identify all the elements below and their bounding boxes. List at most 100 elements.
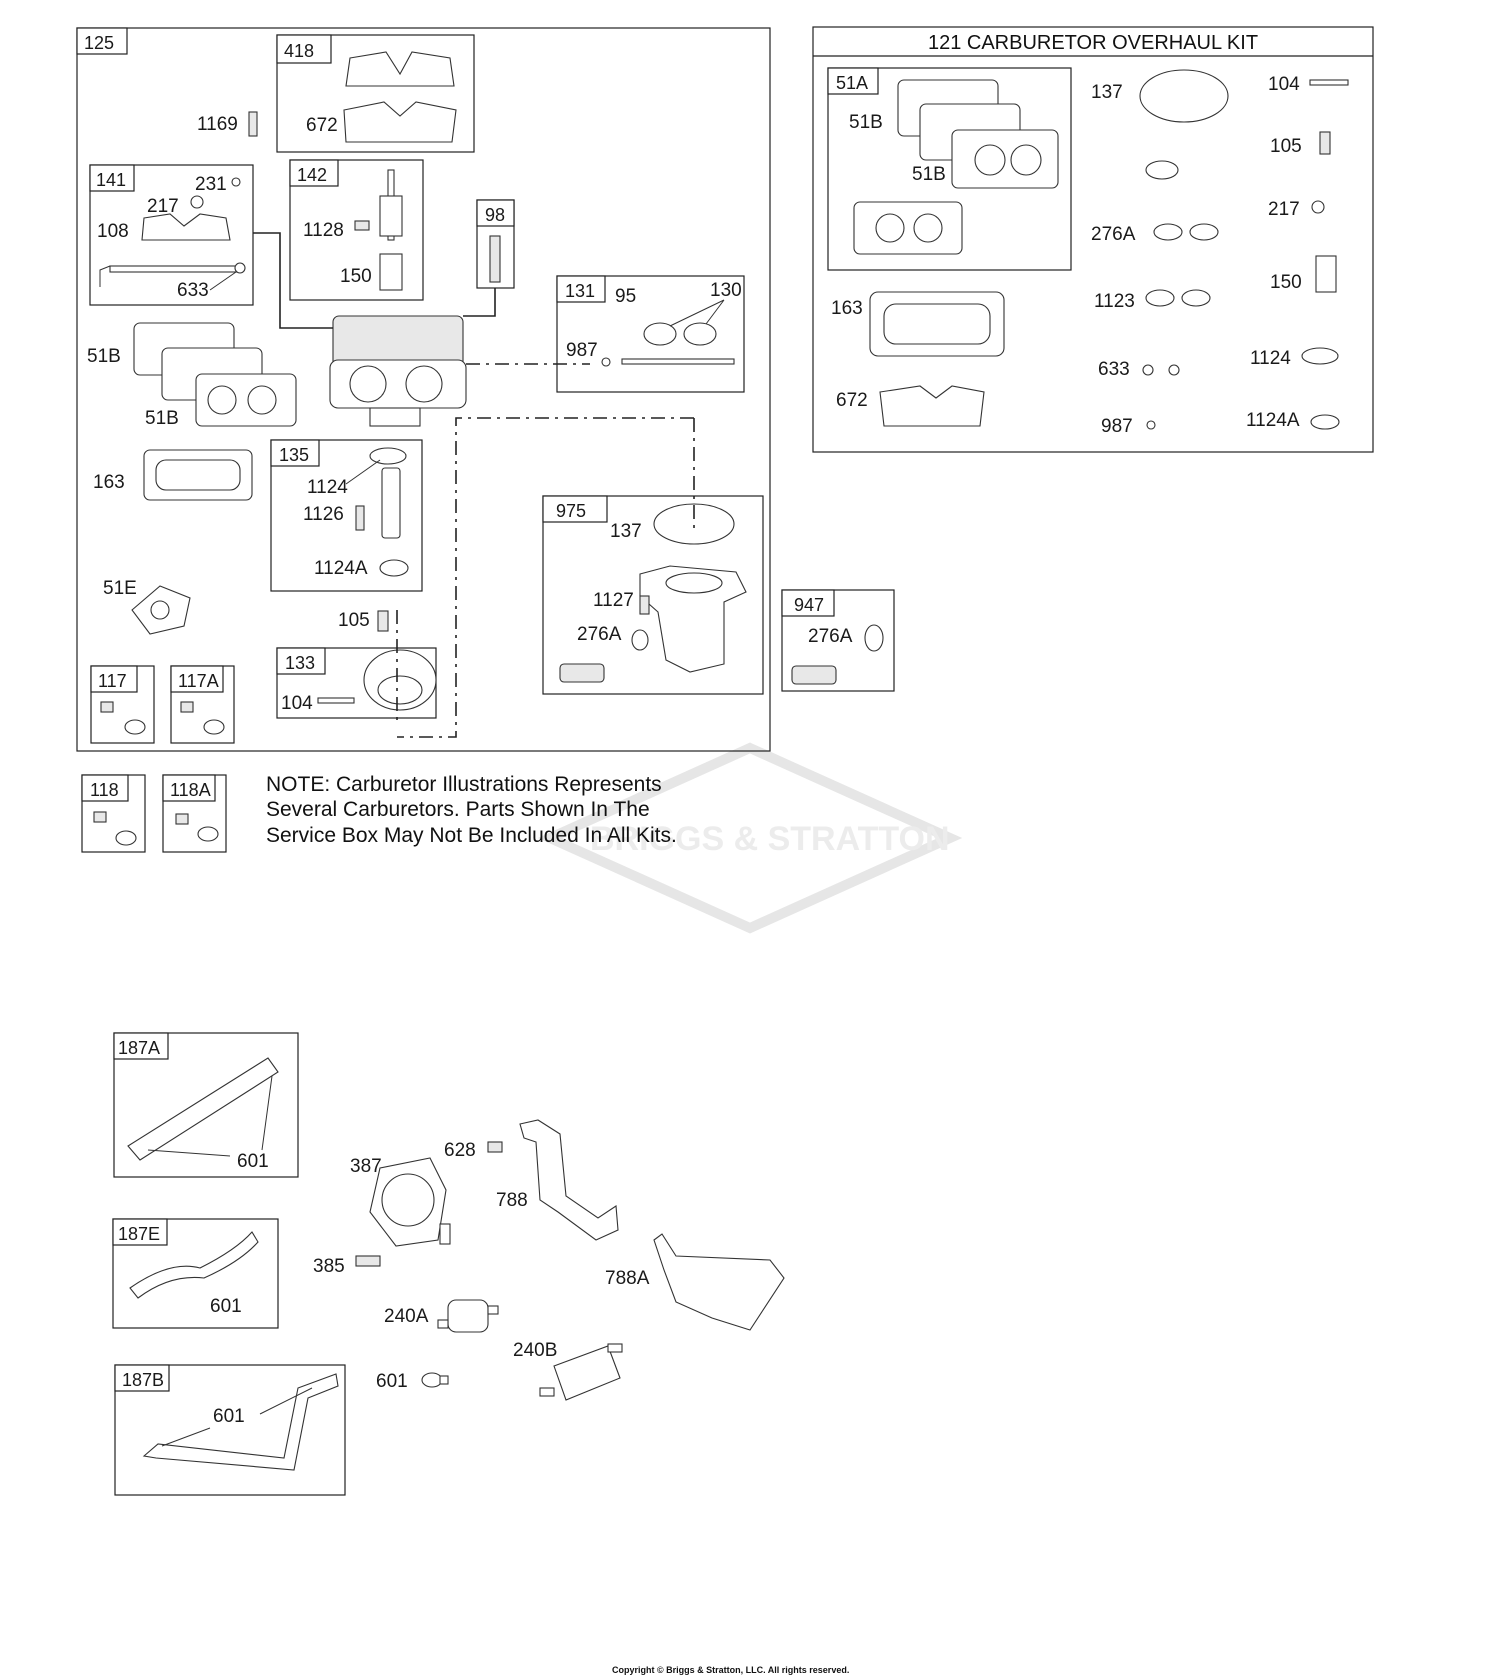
fuel-label-601-e: 601 — [210, 1296, 242, 1317]
screw-1126 — [355, 505, 365, 531]
kit-label-51b-1: 51B — [849, 112, 883, 133]
label-1128: 1128 — [303, 220, 344, 241]
fuel-label-387: 387 — [350, 1156, 382, 1177]
label-51b-1: 51B — [87, 346, 121, 367]
kit-label-163: 163 — [831, 298, 863, 319]
assembly-142[interactable]: 142 1128 150 — [289, 159, 424, 301]
label-105: 105 — [338, 610, 370, 631]
solenoid-947 — [791, 665, 837, 685]
label-104: 104 — [281, 693, 313, 714]
label-231: 231 — [195, 174, 227, 195]
washer-987 — [601, 357, 611, 367]
assembly-187a[interactable]: 187A 601 — [113, 1032, 299, 1178]
note-line-2: Several Carburetors. Parts Shown In The — [266, 798, 650, 821]
screw-628 — [487, 1141, 503, 1153]
label-1124: 1124 — [307, 477, 348, 498]
note-line-3: Service Box May Not Be Included In All K… — [266, 824, 677, 847]
label-276a-947: 276A — [808, 626, 853, 647]
gasket-418 — [345, 51, 455, 87]
connector-141 — [253, 232, 333, 329]
tag-98: 98 — [485, 205, 505, 225]
fuel-line-187b — [142, 1373, 339, 1471]
fuel-line-187a — [127, 1057, 279, 1161]
kit-label-150: 150 — [1270, 272, 1302, 293]
label-217: 217 — [147, 196, 179, 217]
solenoid — [559, 663, 605, 683]
bracket-788a — [653, 1233, 785, 1331]
assembly-117a[interactable]: 117A — [170, 665, 235, 744]
throttle-shaft-131 — [621, 358, 735, 365]
plate-130-a — [643, 322, 677, 346]
carburetor-body — [329, 315, 467, 427]
label-1127: 1127 — [593, 590, 634, 611]
needle-105 — [377, 610, 389, 632]
kit-title: 121 CARBURETOR OVERHAUL KIT — [928, 32, 1258, 54]
watermark: BRIGGS & STRATTON — [537, 742, 963, 934]
label-51e: 51E — [103, 578, 137, 599]
assembly-118[interactable]: 118 — [81, 774, 146, 853]
label-1169: 1169 — [197, 114, 238, 135]
clip-217 — [190, 195, 204, 209]
label-163: 163 — [93, 472, 125, 493]
fuel-label-788: 788 — [496, 1190, 528, 1211]
gasket-672 — [343, 101, 457, 143]
tag-51a: 51A — [836, 73, 868, 93]
fuel-label-385: 385 — [313, 1256, 345, 1277]
tag-133: 133 — [285, 653, 315, 673]
assembly-141[interactable]: 141 231 217 108 633 — [89, 164, 254, 306]
fuel-bowl — [639, 565, 747, 673]
screw-1127 — [639, 595, 650, 615]
screw-231 — [231, 177, 241, 187]
assembly-117[interactable]: 117 — [90, 665, 155, 744]
tag-117: 117 — [98, 671, 127, 691]
assembly-135[interactable]: 135 1124 1126 1124A — [270, 439, 423, 592]
throttle-plate — [379, 195, 403, 237]
label-987: 987 — [566, 340, 598, 361]
assembly-418[interactable]: 418 672 — [276, 34, 475, 153]
kit-label-137: 137 — [1091, 82, 1123, 103]
tag-418: 418 — [284, 41, 314, 61]
tag-947: 947 — [794, 595, 824, 615]
assembly-133[interactable]: 133 104 — [276, 647, 437, 719]
kit-label-104: 104 — [1268, 74, 1300, 95]
assembly-975[interactable]: 975 137 1127 276A — [542, 495, 764, 695]
filter-240b — [553, 1345, 621, 1401]
assembly-187b[interactable]: 187B 601 — [114, 1364, 346, 1496]
clamp-601 — [421, 1372, 443, 1388]
assembly-187e[interactable]: 187E 601 — [112, 1218, 279, 1329]
label-276a: 276A — [577, 624, 622, 645]
assembly-118a[interactable]: 118A — [162, 774, 227, 853]
plate-150 — [379, 253, 403, 291]
choke-plate-108 — [141, 213, 231, 241]
assembly-98[interactable]: 98 — [476, 199, 515, 289]
kit-label-276a: 276A — [1091, 224, 1136, 245]
kit-label-217: 217 — [1268, 199, 1300, 220]
plate-130-b — [683, 322, 717, 346]
kit-label-51b-2: 51B — [912, 164, 946, 185]
fuel-label-628: 628 — [444, 1140, 476, 1161]
assembly-125[interactable]: 125 — [76, 27, 771, 752]
label-1126: 1126 — [303, 504, 344, 525]
tag-187e: 187E — [118, 1224, 160, 1244]
kit-121[interactable]: 121 CARBURETOR OVERHAUL KIT 51A 51B 51B … — [812, 26, 1374, 453]
pin-104 — [317, 697, 355, 704]
washer-276a — [631, 629, 649, 651]
idle-screw-98 — [489, 235, 501, 283]
label-672: 672 — [306, 115, 338, 136]
kit-label-1123: 1123 — [1094, 291, 1135, 312]
assembly-131[interactable]: 131 95 130 987 — [556, 275, 745, 393]
oring-137 — [653, 503, 735, 545]
tag-975: 975 — [556, 501, 586, 521]
tag-131: 131 — [565, 281, 595, 301]
watermark-text: BRIGGS & STRATTON — [590, 820, 950, 858]
screw-385 — [355, 1255, 381, 1267]
connector-98 — [463, 288, 496, 317]
fuel-label-240b: 240B — [513, 1340, 557, 1361]
kit-label-987: 987 — [1101, 416, 1133, 437]
kit-label-1124a: 1124A — [1246, 410, 1300, 431]
oring-1124a — [379, 559, 409, 577]
tag-118: 118 — [90, 780, 119, 800]
assembly-947[interactable]: 947 276A — [781, 589, 895, 692]
label-150: 150 — [340, 266, 372, 287]
seal-633 — [234, 262, 246, 274]
